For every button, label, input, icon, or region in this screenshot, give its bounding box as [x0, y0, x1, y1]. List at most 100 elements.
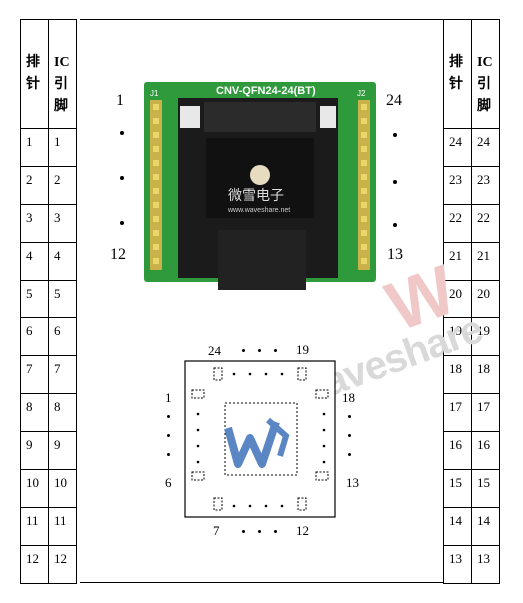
- pin-number-cell: 6: [20, 317, 49, 357]
- header-pin: [361, 104, 367, 110]
- ic-pin-cell: 7: [48, 355, 77, 395]
- qfn-inner-dot: [196, 460, 200, 464]
- qfn-pad: [213, 367, 223, 381]
- pin-number-cell: 2: [20, 165, 49, 205]
- board-label-bottom-right: 13: [387, 246, 403, 263]
- qfn-pin-dot: [258, 349, 261, 352]
- board-dot: [120, 131, 124, 135]
- pin-number-cell: 7: [20, 355, 49, 395]
- qfn-label-19: 19: [296, 342, 309, 357]
- ic-pin-cell: 2: [48, 165, 77, 205]
- header-pin: [361, 132, 367, 138]
- pin-number-cell: 3: [20, 203, 49, 243]
- ic-pin-cell: 23: [471, 165, 500, 205]
- pin-number-cell: 13: [443, 544, 472, 584]
- header-pin: [361, 258, 367, 264]
- header-pin: 排针: [443, 19, 472, 129]
- ic-pin-cell: 1: [48, 128, 77, 167]
- board-dot: [393, 223, 397, 227]
- header-pin: [361, 118, 367, 124]
- qfn-inner-dot: [196, 428, 200, 432]
- qfn-inner-dot: [322, 428, 326, 432]
- qfn-logo: [224, 417, 290, 468]
- header-pin: [361, 244, 367, 250]
- header-pins-right: [358, 100, 370, 270]
- header-pin: [153, 244, 159, 250]
- ic-pin-cell: 22: [471, 203, 500, 243]
- header-pin: [361, 146, 367, 152]
- brand-cn: 微雪电子: [228, 188, 284, 204]
- ic-pin-cell: 13: [471, 544, 500, 584]
- ic-pin-cell: 16: [471, 431, 500, 471]
- qfn-pin-dot: [242, 530, 245, 533]
- qfn-pin-dot: [274, 530, 277, 533]
- ic-pin-cell: 10: [48, 469, 77, 508]
- ic-pin-cell: 12: [48, 544, 77, 584]
- qfn-pad: [297, 497, 307, 511]
- header-pin: [153, 160, 159, 166]
- qfn-pad: [315, 471, 329, 481]
- board-label-top-left: 1: [116, 92, 124, 109]
- ic-pin-cell: 14: [471, 506, 500, 546]
- header-pin-text: 排针: [26, 55, 40, 92]
- ic-pin-cell: 4: [48, 241, 77, 281]
- qfn-pin-dot: [167, 453, 170, 456]
- ic-pin-cell: 5: [48, 279, 77, 319]
- board-dot: [120, 176, 124, 180]
- socket-lever: [218, 230, 306, 290]
- header-pin: [361, 174, 367, 180]
- qfn-footprint-diagram: [184, 360, 336, 518]
- qfn-pin-dot: [348, 415, 351, 418]
- socket-center: [250, 165, 270, 185]
- header-pin: 排针: [20, 19, 49, 129]
- header-pin: [153, 118, 159, 124]
- qfn-label-7: 7: [213, 523, 220, 538]
- header-pin: [153, 202, 159, 208]
- header-ic: IC引脚: [48, 19, 77, 129]
- header-pin: [361, 160, 367, 166]
- qfn-pin-dot: [274, 349, 277, 352]
- qfn-inner-dot: [232, 504, 236, 508]
- qfn-label-24: 24: [208, 343, 221, 358]
- qfn-pad: [191, 389, 205, 399]
- header-ic-text: IC引脚: [477, 55, 493, 114]
- board-dot: [393, 180, 397, 184]
- pin-number-cell: 4: [20, 241, 49, 281]
- qfn-label-18: 18: [342, 390, 355, 405]
- qfn-inner-dot: [280, 372, 284, 376]
- qfn-inner-dot: [280, 504, 284, 508]
- header-pins-left: [150, 100, 162, 270]
- header-pin: [361, 230, 367, 236]
- ic-pin-cell: 3: [48, 203, 77, 243]
- ic-pin-cell: 11: [48, 506, 77, 546]
- qfn-pin-dot: [348, 453, 351, 456]
- board-label-bottom-left: 12: [110, 246, 126, 263]
- qfn-pad: [213, 497, 223, 511]
- qfn-label-1: 1: [165, 390, 172, 405]
- header-pin: [153, 132, 159, 138]
- pin-number-cell: 15: [443, 469, 472, 508]
- pin-number-cell: 14: [443, 506, 472, 546]
- socket-board-image: CNV-QFN24-24(BT) J1 J2 微雪电子 www.waveshar…: [144, 82, 376, 290]
- ic-pin-cell: 8: [48, 393, 77, 433]
- header-ic-text: IC引脚: [54, 55, 70, 114]
- j1-label: J1: [150, 89, 159, 98]
- qfn-inner-dot: [322, 444, 326, 448]
